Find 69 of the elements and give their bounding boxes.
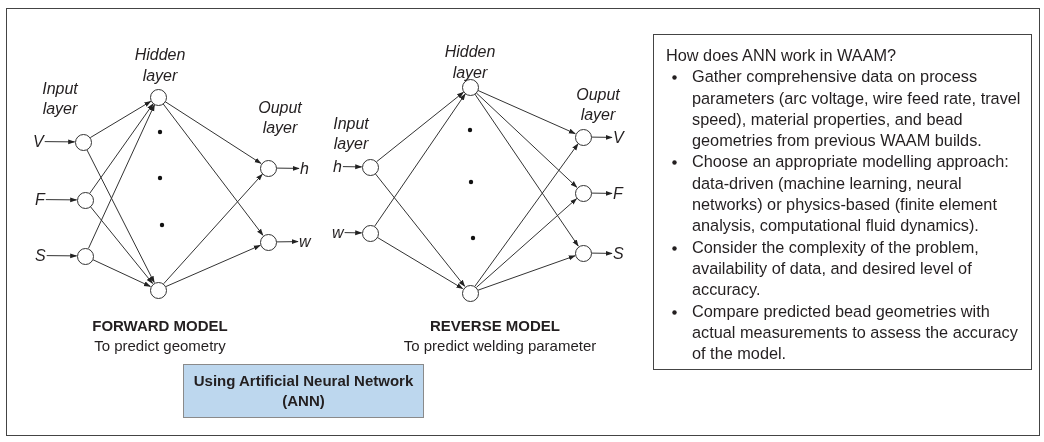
arrow [162, 103, 264, 236]
arrow [344, 230, 363, 236]
variable-label: w [299, 233, 311, 250]
bullet-text: Consider the complexity of the problem, availability of data, and desired level of accuracy. [692, 237, 979, 299]
variable-label: w [332, 224, 344, 241]
arrow [163, 173, 263, 285]
arrow [477, 89, 576, 135]
arrow [376, 236, 464, 290]
neuron-circle [76, 191, 94, 209]
arrow [88, 104, 155, 249]
arrow [89, 103, 154, 194]
bullet-text: Choose an appropriate modelling approach: data-driven (machine learning, neural networks) or physics-based (finite element analysis, computational fluid dynamics). [692, 152, 1009, 235]
variable-label: S [613, 245, 624, 262]
layer-label: Hidden layer [443, 42, 497, 83]
bullet-text: Gather comprehensive data on process parameters (arc voltage, wire feed rate, travel speed), material properties, and bead geometries from previous WAAM builds. [692, 67, 1021, 150]
neuron-circle [76, 247, 94, 265]
variable-label: h [333, 158, 342, 175]
variable-label: V [33, 133, 44, 150]
neuron-circle [461, 284, 479, 302]
arrow [342, 164, 363, 170]
model-title: REVERSE MODEL [429, 316, 561, 336]
arrow [164, 101, 262, 164]
arrow [374, 93, 466, 227]
variable-label: F [35, 191, 45, 208]
arrow [591, 190, 613, 196]
neuron-circle [74, 133, 92, 151]
model-subtitle: To predict geometry [93, 336, 227, 356]
arrow [45, 197, 78, 203]
variable-label: F [613, 185, 623, 202]
layer-label: Ouput layer [257, 98, 303, 138]
neuron-circle [259, 233, 277, 251]
arrow [276, 165, 300, 171]
arrow [276, 239, 299, 245]
model-subtitle: To predict welding parameter [402, 336, 598, 356]
info-box [653, 34, 1032, 370]
arrow [92, 259, 151, 287]
arrow [46, 253, 78, 259]
arrow [86, 149, 155, 283]
arrow [591, 134, 613, 140]
neuron-circle [361, 224, 379, 242]
neuron-circle [574, 244, 592, 262]
variable-label: h [300, 160, 309, 177]
arrow [376, 91, 464, 163]
arrow [475, 92, 578, 188]
variable-label: V [613, 129, 624, 146]
arrow [477, 255, 576, 291]
neuron-circle [574, 184, 592, 202]
bullet-text: Compare predicted bead geometries with actual measurements to assess the accuracy of the model. [692, 301, 1018, 363]
neuron-circle [149, 88, 167, 106]
layer-label: Input layer [41, 79, 79, 119]
layer-label: Hidden layer [133, 45, 187, 86]
arrow [374, 173, 466, 287]
arrow [89, 100, 152, 139]
variable-label: S [35, 247, 46, 264]
arrow [89, 206, 154, 284]
arrow [44, 139, 76, 145]
neuron-circle [574, 128, 592, 146]
info-heading: How does ANN work in WAAM? [666, 45, 898, 66]
arrow [591, 250, 613, 256]
arrow [165, 244, 261, 288]
model-title: FORWARD MODEL [91, 316, 229, 336]
arrow [474, 93, 579, 247]
neuron-circle [361, 158, 379, 176]
neuron-circle [149, 281, 167, 299]
title-box: Using Artificial Neural Network (ANN) [183, 364, 424, 418]
layer-label: Ouput layer [575, 85, 621, 125]
neuron-circle [259, 159, 277, 177]
arrow [475, 198, 578, 288]
arrow [474, 143, 579, 287]
